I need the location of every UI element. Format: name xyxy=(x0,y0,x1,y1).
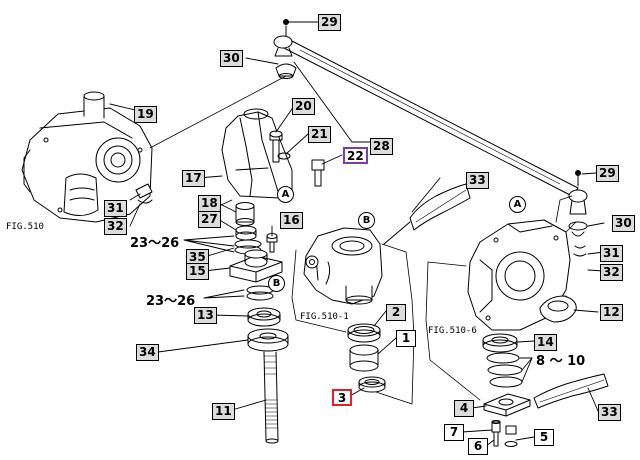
seal-3 xyxy=(358,376,386,393)
bushing-1 xyxy=(349,344,379,372)
bolt-6 xyxy=(491,420,501,447)
part-callout-13[interactable]: 13 xyxy=(194,307,217,324)
part-callout-14[interactable]: 14 xyxy=(534,334,557,351)
part-callout-6[interactable]: 6 xyxy=(468,438,488,455)
part-callout-17[interactable]: 17 xyxy=(182,170,205,187)
part-callout-22[interactable]: 22 xyxy=(343,147,368,164)
part-callout-34[interactable]: 34 xyxy=(136,344,159,361)
part-callout-30[interactable]: 30 xyxy=(220,50,243,67)
range-label-23-26-upper: 23～26 xyxy=(130,236,180,251)
part-callout-31-right[interactable]: 31 xyxy=(600,245,623,262)
connection-lines xyxy=(149,75,577,405)
part-callout-11[interactable]: 11 xyxy=(212,403,235,420)
washer-21 xyxy=(277,152,291,160)
tie-rod-end-right xyxy=(568,170,588,257)
part-callout-20[interactable]: 20 xyxy=(292,98,315,115)
tie-rod xyxy=(283,39,579,197)
range-label-8-10: 8 ～ 10 xyxy=(536,354,586,369)
part-callout-32-right[interactable]: 32 xyxy=(600,264,623,281)
part-callout-15[interactable]: 15 xyxy=(186,263,209,280)
part-callout-32[interactable]: 32 xyxy=(104,218,127,235)
range-label-23-26-lower: 23～26 xyxy=(146,294,196,309)
part-callout-16[interactable]: 16 xyxy=(280,212,303,229)
part-callout-2[interactable]: 2 xyxy=(386,304,406,321)
bearing-13 xyxy=(247,307,281,327)
figure-ref-510-1[interactable]: FIG.510-1 xyxy=(300,312,349,322)
tie-rod-end-left xyxy=(273,19,297,79)
part-callout-33[interactable]: 33 xyxy=(466,172,489,189)
part-callout-19[interactable]: 19 xyxy=(134,106,157,123)
part-callout-31[interactable]: 31 xyxy=(104,200,127,217)
part-callout-12[interactable]: 12 xyxy=(600,304,623,321)
part-callout-29-right[interactable]: 29 xyxy=(596,165,619,182)
part-callout-7[interactable]: 7 xyxy=(444,424,464,441)
part-callout-4[interactable]: 4 xyxy=(454,400,474,417)
part-callout-21[interactable]: 21 xyxy=(308,126,331,143)
part-callout-30-right[interactable]: 30 xyxy=(612,215,635,232)
knuckle-center xyxy=(303,227,383,305)
part-callout-5[interactable]: 5 xyxy=(534,429,554,446)
gearbox-housing-left xyxy=(21,91,153,223)
bolt-20 xyxy=(269,130,283,163)
bearing-14 xyxy=(482,333,518,353)
bolt-5 xyxy=(504,425,518,447)
nut-22 xyxy=(311,159,325,187)
part-callout-1[interactable]: 1 xyxy=(396,330,416,347)
o-rings-8-10 xyxy=(486,352,523,388)
cover-4 xyxy=(483,393,531,417)
part-callout-28[interactable]: 28 xyxy=(370,138,393,155)
marker-b-left: B xyxy=(268,275,285,292)
part-callout-3[interactable]: 3 xyxy=(332,389,352,406)
marker-a-left: A xyxy=(277,186,294,203)
boot-33-lower xyxy=(533,373,609,409)
figure-ref-510-6[interactable]: FIG.510-6 xyxy=(428,326,477,336)
marker-b-center: B xyxy=(358,212,375,229)
gear-34 xyxy=(247,328,289,352)
part-callout-29[interactable]: 29 xyxy=(318,14,341,31)
part-callout-27[interactable]: 27 xyxy=(198,211,221,228)
figure-ref-510[interactable]: FIG.510 xyxy=(6,222,44,232)
shaft-11 xyxy=(263,351,279,444)
boot-33-center xyxy=(383,183,471,245)
marker-a-right: A xyxy=(509,196,526,213)
bushing-18 xyxy=(235,202,255,226)
seal-27 xyxy=(235,225,257,241)
bracket-15 xyxy=(229,249,283,283)
part-callout-18[interactable]: 18 xyxy=(198,195,221,212)
seal-2 xyxy=(347,323,381,343)
part-callout-33-lower[interactable]: 33 xyxy=(598,404,621,421)
